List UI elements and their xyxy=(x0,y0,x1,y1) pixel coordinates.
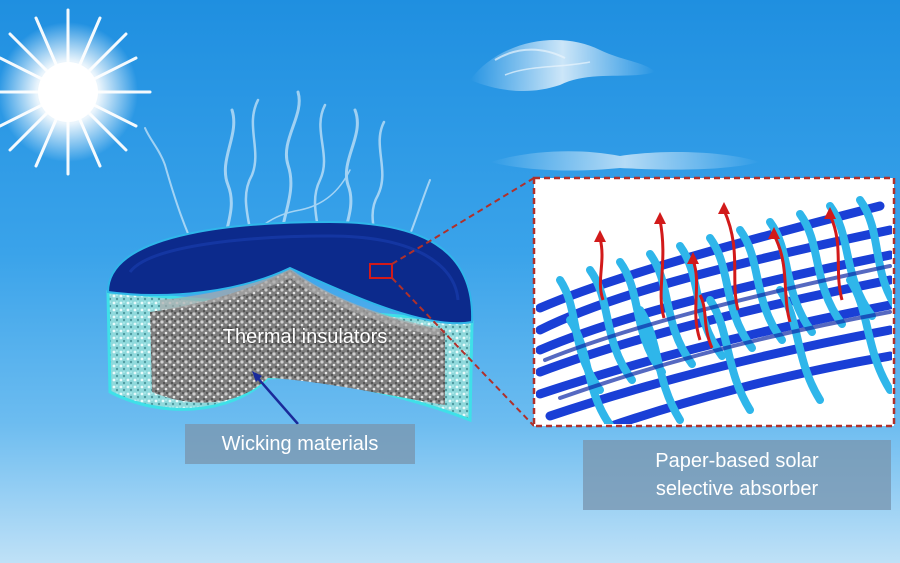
zoom-callout xyxy=(369,177,535,427)
thermal-insulators-label: Thermal insulators xyxy=(222,326,388,348)
paper-absorber-label-line2: selective absorber xyxy=(655,478,819,500)
paper-absorber-label: Paper-based solar selective absorber xyxy=(583,440,891,510)
sun-icon xyxy=(0,8,152,176)
disk-evaporator xyxy=(106,220,474,423)
pointer-arrow-icon xyxy=(252,371,299,425)
wicking-materials-label: Wicking materials xyxy=(185,424,415,464)
vapor-arrows xyxy=(598,209,844,349)
cloud-icon xyxy=(490,151,760,171)
cloud-icon xyxy=(470,40,655,92)
absorber-inset xyxy=(532,176,896,428)
paper-absorber-label-line1: Paper-based solar xyxy=(655,450,819,472)
